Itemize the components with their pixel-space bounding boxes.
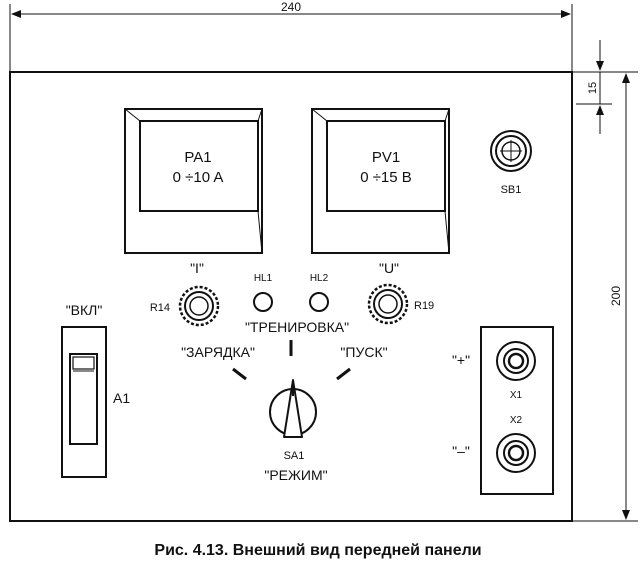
power-switch[interactable] [61, 326, 107, 478]
selector-name: SA1 [284, 450, 305, 462]
mode-training-label: "ТРЕНИРОВКА" [245, 319, 349, 335]
r19-knob[interactable] [367, 283, 409, 325]
voltmeter-range: 0 ÷15 B [360, 169, 412, 186]
ammeter-range: 0 ÷10 A [173, 169, 224, 186]
mode-charging-label: "ЗАРЯДКА" [181, 344, 255, 360]
r19-label: R19 [414, 300, 434, 312]
hl2-led [309, 292, 329, 312]
height-value: 200 [609, 286, 623, 306]
mode-selector-knob[interactable] [269, 379, 317, 438]
voltmeter: PV1 0 ÷15 B [311, 108, 450, 254]
voltmeter-name: PV1 [372, 149, 400, 166]
selector-label: "РЕЖИМ" [264, 467, 327, 483]
push-button-sb1[interactable]: SB1 [490, 130, 532, 196]
ammeter: PA1 0 ÷10 A [124, 108, 263, 254]
terminal-x1[interactable] [496, 341, 536, 381]
r14-knob[interactable] [178, 285, 220, 327]
tick-start [336, 367, 351, 381]
tick-charging [232, 367, 247, 381]
offset-value: 15 [587, 82, 599, 94]
width-dimension: 240 [9, 0, 573, 72]
x2-label: X2 [510, 415, 523, 426]
ammeter-name: PA1 [184, 149, 211, 166]
terminal-x2[interactable] [496, 433, 536, 473]
width-value: 240 [281, 0, 301, 14]
minus-label: "–" [452, 443, 470, 459]
figure-caption: Рис. 4.13. Внешний вид передней панели [154, 542, 481, 559]
current-indicator-label: "I" [190, 260, 204, 276]
power-switch-name: A1 [113, 390, 130, 406]
mode-start-label: "ПУСК" [340, 344, 387, 360]
hl2-label: HL2 [310, 273, 329, 284]
height-dimension: 15 200 [572, 40, 638, 522]
hl1-led [253, 292, 273, 312]
push-button-label: SB1 [501, 184, 522, 196]
plus-label: "+" [452, 352, 470, 368]
voltage-indicator-label: "U" [379, 260, 399, 276]
power-switch-label: "ВКЛ" [66, 302, 103, 318]
x1-label: X1 [510, 390, 523, 401]
hl1-label: HL1 [254, 273, 273, 284]
r14-label: R14 [150, 302, 170, 314]
